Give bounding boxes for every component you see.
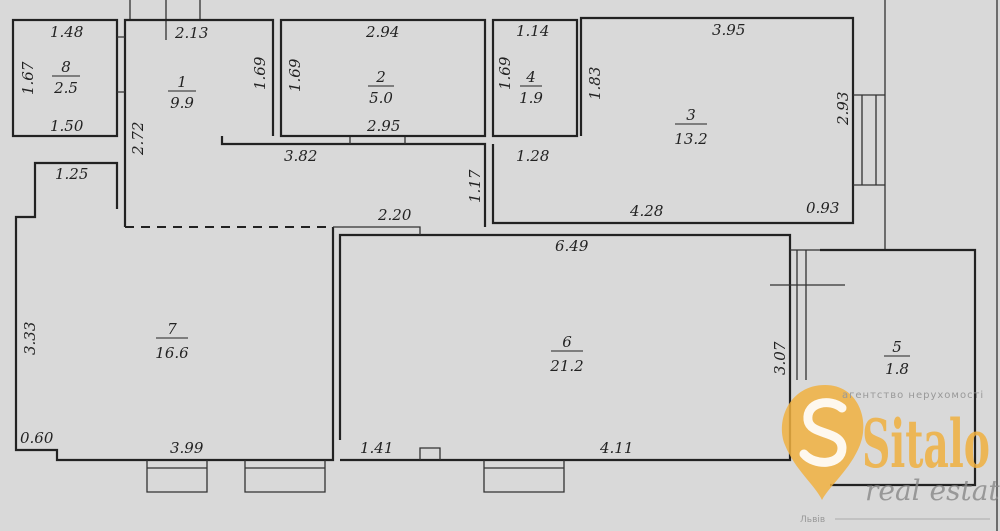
svg-text:3.82: 3.82 [284,147,317,165]
svg-text:1.48: 1.48 [50,23,83,41]
svg-text:1.69: 1.69 [251,56,269,90]
svg-text:13.2: 13.2 [674,130,707,148]
room-8-label: 82.5 [52,58,80,97]
svg-text:0.93: 0.93 [806,199,839,217]
window-7 [146,460,326,493]
svg-text:Львів: Львів [800,515,825,525]
svg-text:1.83: 1.83 [586,67,604,100]
partition-wall [220,136,487,227]
svg-text:2.95: 2.95 [366,117,400,135]
svg-text:1.17: 1.17 [466,169,484,203]
svg-text:0.60: 0.60 [20,429,54,447]
svg-text:2.5: 2.5 [53,79,78,97]
svg-text:4: 4 [525,68,536,86]
svg-text:8: 8 [61,58,71,76]
svg-text:1.69: 1.69 [496,56,514,90]
svg-text:2: 2 [375,68,386,86]
svg-text:6.49: 6.49 [555,237,589,255]
room-4-label: 41.9 [519,68,543,107]
logo-s-mark [799,398,847,467]
svg-text:3: 3 [686,106,696,124]
room-6-label: 621.2 [549,333,583,375]
svg-text:3.07: 3.07 [771,341,789,375]
window-6 [419,447,565,493]
svg-text:3.33: 3.33 [21,322,39,355]
room-4-walls [491,18,579,138]
svg-text:2.13: 2.13 [174,24,208,42]
room-1-walls [123,18,275,227]
svg-text:16.6: 16.6 [155,344,189,362]
svg-text:агентство нерухомості: агентство нерухомості [842,389,984,401]
svg-text:21.2: 21.2 [549,357,583,375]
room-3-walls [491,16,855,225]
svg-text:1.8: 1.8 [885,360,909,378]
svg-text:1.41: 1.41 [360,439,393,457]
door-2 [349,136,406,144]
map-pin-icon [781,385,864,500]
svg-text:5: 5 [892,338,902,356]
room-2-walls [279,18,487,138]
door-6 [333,226,421,235]
svg-text:1: 1 [177,73,187,91]
svg-text:1.25: 1.25 [55,165,88,183]
room-5-walls [820,248,977,487]
sitalo-watermark-logo: Sitalo агентство нерухомості real estate… [781,385,1000,525]
svg-text:1.14: 1.14 [516,22,549,40]
svg-text:9.9: 9.9 [170,94,194,112]
svg-text:3.95: 3.95 [712,21,745,39]
room-5-label: 51.8 [884,338,910,378]
svg-text:3.99: 3.99 [170,439,204,457]
svg-text:4.11: 4.11 [599,439,633,457]
window-3 [853,94,885,186]
svg-text:4.28: 4.28 [629,202,663,220]
svg-text:5.0: 5.0 [369,89,393,107]
svg-text:1.67: 1.67 [19,61,37,95]
svg-text:1.69: 1.69 [286,58,304,92]
room-6-walls [338,233,792,462]
room-8-walls [11,18,119,138]
svg-text:Sitalo: Sitalo [862,405,990,483]
svg-text:1.9: 1.9 [519,89,543,107]
svg-text:7: 7 [167,320,177,338]
room-2-label: 25.0 [368,68,394,107]
room-7-label: 716.6 [155,320,189,362]
svg-text:2.72: 2.72 [129,122,147,156]
svg-text:1.28: 1.28 [516,147,549,165]
svg-text:1.50: 1.50 [50,117,84,135]
svg-text:6: 6 [562,333,572,351]
svg-text:real estate: real estate [865,474,1000,507]
svg-text:2.20: 2.20 [377,206,412,224]
svg-text:2.94: 2.94 [365,23,399,41]
door-8 [117,36,125,93]
room-7-walls [14,161,335,462]
window-5 [770,249,845,380]
svg-text:2.93: 2.93 [834,92,852,126]
room-1-label: 19.9 [168,73,196,112]
dimension-labels: 1.48 1.67 1.50 2.13 1.69 2.72 2.94 1.69 … [19,21,852,457]
room-3-label: 313.2 [674,106,707,148]
